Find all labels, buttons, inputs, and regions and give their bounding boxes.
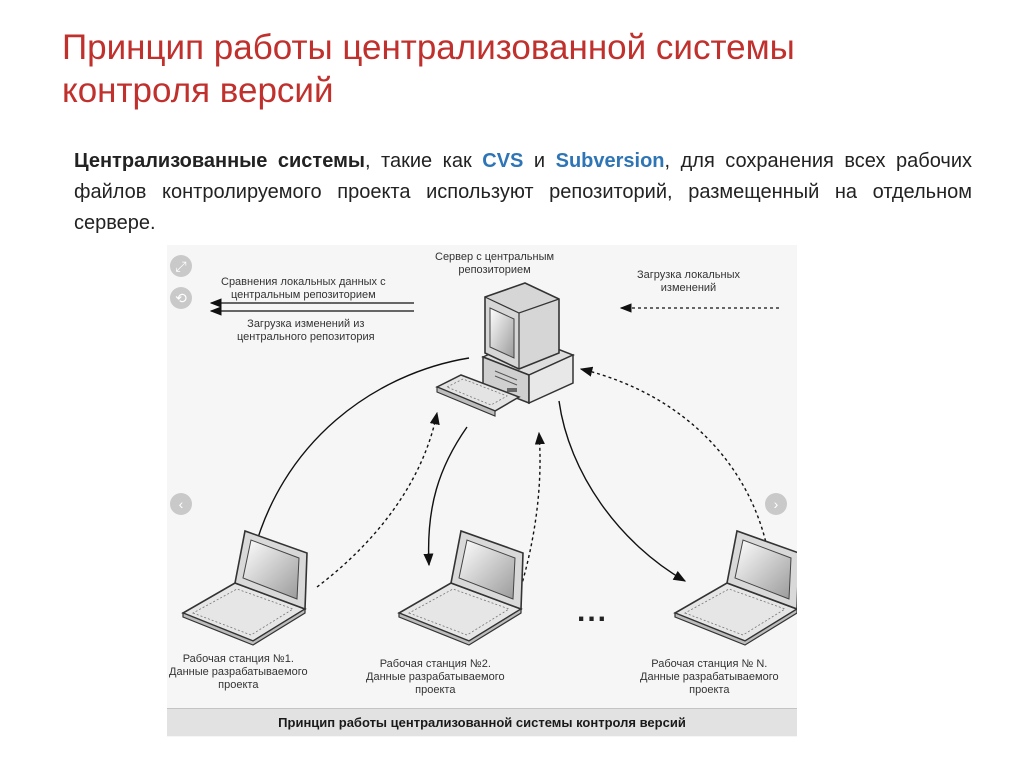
arrow-wsn-to-server — [579, 366, 768, 548]
arrow-server-to-wsn — [558, 400, 687, 582]
intro-cvs: CVS — [482, 150, 524, 172]
server-label-line-2: репозиторием — [458, 264, 531, 276]
upload-label-line-1: Загрузка локальных — [637, 269, 741, 281]
chevron-right-icon[interactable]: › — [765, 493, 787, 515]
server-computer — [435, 282, 575, 417]
workstation-1-label: Рабочая станция №1. Данные разрабатываем… — [169, 653, 308, 692]
download-label-line-2: центрального репозитория — [237, 331, 375, 343]
intro-text-b: и — [523, 150, 556, 172]
ws2-label-line-3: проекта — [415, 684, 456, 696]
wsn-label-line-3: проекта — [689, 684, 730, 696]
workstation-2-laptop — [398, 530, 524, 646]
wsn-label-line-1: Рабочая станция № N. — [651, 658, 768, 670]
rotate-icon[interactable]: ⟲ — [170, 287, 192, 309]
arrow-server-to-ws2 — [423, 426, 468, 567]
workstation-n-laptop — [674, 530, 797, 646]
compare-label: Сравнения локальных данных с центральным… — [221, 276, 386, 302]
intro-bold-lead: Централизованные системы — [74, 150, 365, 172]
workstation-1-laptop — [182, 530, 308, 646]
upload-label-line-2: изменений — [660, 282, 717, 294]
intro-text-a: , такие как — [364, 150, 483, 172]
ws1-label-line-3: проекта — [218, 679, 259, 691]
wsn-label-line-2: Данные разрабатываемого — [640, 671, 779, 683]
ws1-label-line-2: Данные разрабатываемого — [169, 666, 308, 678]
compare-label-line-1: Сравнения локальных данных с — [221, 276, 386, 288]
slide-title: Принцип работы централизованной системы … — [62, 26, 962, 112]
workstation-n-label: Рабочая станция № N. Данные разрабатывае… — [640, 658, 779, 697]
chevron-left-icon[interactable]: ‹ — [170, 493, 192, 515]
upload-label: Загрузка локальных изменений — [637, 269, 740, 295]
intro-subversion: Subversion — [555, 150, 665, 172]
figure-caption: Принцип работы централизованной системы … — [167, 708, 797, 736]
server-label: Сервер с центральным репозиторием — [435, 251, 554, 277]
server-label-line-1: Сервер с центральным — [435, 251, 555, 263]
diagram-figure: Сервер с центральным репозиторием Сравне… — [167, 245, 797, 737]
title-line-2: контроля версий — [62, 71, 334, 110]
title-line-1: Принцип работы централизованной системы — [62, 28, 795, 67]
ws1-label-line-1: Рабочая станция №1. — [182, 653, 294, 665]
download-label: Загрузка изменений из центрального репоз… — [237, 318, 375, 344]
arrow-ws2-to-server — [520, 431, 545, 588]
arrow-server-to-ws1 — [248, 357, 470, 565]
intro-paragraph: Централизованные системы, такие как CVS … — [74, 146, 972, 239]
expand-icon[interactable]: ⤢ — [170, 255, 192, 277]
intro-text-c: , для сохранения всех рабочих файлов кон… — [74, 150, 972, 234]
diagram-canvas — [182, 282, 797, 646]
download-label-line-1: Загрузка изменений из — [247, 318, 365, 330]
arrow-ws1-to-server — [316, 411, 440, 588]
ws2-label-line-2: Данные разрабатываемого — [366, 671, 505, 683]
compare-label-line-2: центральным репозиторием — [230, 289, 376, 301]
ellipsis: ... — [577, 595, 609, 628]
workstation-2-label: Рабочая станция №2. Данные разрабатываем… — [366, 658, 505, 697]
ws2-label-line-1: Рабочая станция №2. — [379, 658, 491, 670]
